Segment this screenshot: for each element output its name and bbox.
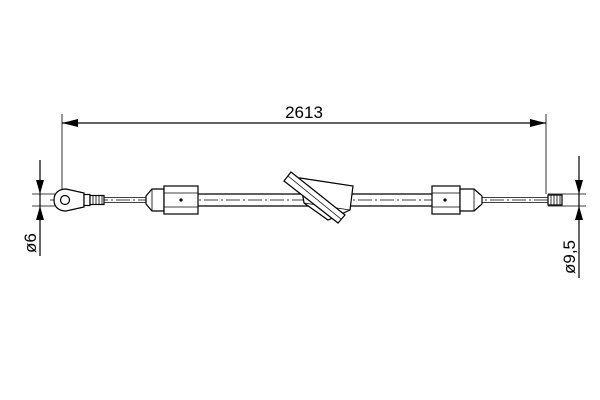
length-arrow-right — [530, 119, 546, 127]
right-diameter-dimension: ø9,5 — [548, 156, 586, 278]
inner-wire-left — [104, 197, 146, 203]
right-end-nipple — [547, 194, 563, 206]
left-dia-arrow-down — [36, 180, 44, 194]
left-diameter-label: ø6 — [21, 233, 40, 253]
left-dia-arrow-up — [36, 206, 44, 220]
left-sleeve — [145, 185, 199, 215]
right-diameter-label: ø9,5 — [560, 240, 579, 274]
overall-length-dimension: 2613 — [61, 103, 547, 196]
right-sleeve — [431, 185, 483, 215]
right-dia-arrow-up — [575, 206, 583, 220]
overall-length-label: 2613 — [285, 103, 323, 122]
left-eye-fitting — [53, 188, 105, 212]
length-arrow-left — [62, 119, 78, 127]
right-dia-arrow-down — [575, 180, 583, 194]
left-diameter-dimension: ø6 — [21, 160, 62, 256]
inner-wire-right — [482, 197, 548, 203]
cable-assembly — [50, 171, 563, 224]
center-guide-clamp — [283, 171, 354, 224]
